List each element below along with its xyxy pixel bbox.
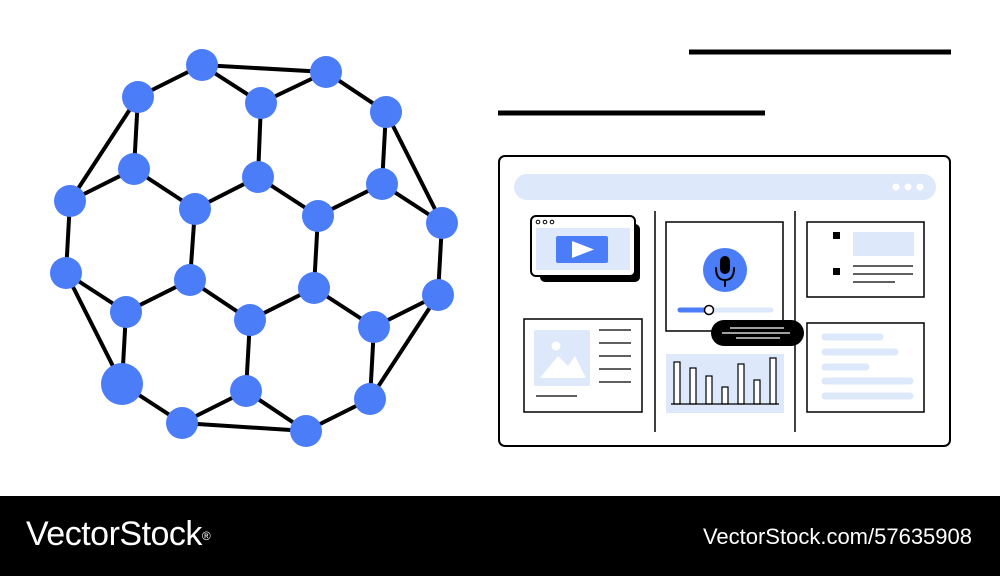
address-bar [514,174,936,200]
bar-chart-card [666,354,784,413]
molecule-bond [368,293,440,401]
molecule-atoms [50,49,458,447]
molecule-atom [230,375,262,407]
illustration [50,49,951,447]
molecule-atom [370,96,402,128]
molecule-atom [110,296,142,328]
text-card [806,322,925,413]
molecule-bond [384,110,444,225]
molecule-atom [426,207,458,239]
microphone-icon [715,256,735,287]
brand-logo: VectorStock® [26,514,211,554]
image-icon [540,341,586,378]
chart-bar [673,361,681,405]
chart-bar [689,367,697,405]
audio-card [665,221,784,332]
list-card [806,221,925,298]
molecule-atom [242,161,274,193]
registered-mark: ® [201,529,211,543]
stock-id: VectorStock.com/57635908 [702,524,972,549]
molecule-bond [200,63,328,74]
footer-bar: VectorStock® VectorStock.com/57635908 [0,496,1000,576]
molecule-atom [122,81,154,113]
chart-bar [705,375,713,405]
tooltip-pill [711,320,804,346]
browser-window [498,155,951,447]
image-card [523,318,643,413]
chart-bar [753,379,761,405]
molecule-atom [166,407,198,439]
molecule-atom [298,272,330,304]
chart-bar [769,357,777,405]
molecule-atom [234,304,266,336]
molecule-bond [180,421,308,433]
molecule-atom [245,87,277,119]
molecule-atom [179,193,211,225]
molecule-atom [358,311,390,343]
molecule-atom [118,153,150,185]
molecule-atom [354,383,386,415]
molecule-atom [186,49,218,81]
molecule-bond [68,95,140,203]
molecule-atom [302,200,334,232]
molecule-atom [174,264,206,296]
video-card [530,215,640,282]
molecule-atom [54,185,86,217]
play-icon [572,241,594,258]
molecule-atom [366,168,398,200]
molecule-atom [290,415,322,447]
chart-bar [721,386,729,405]
molecule-graphic [50,49,458,447]
brand-name: VectorStock [26,515,202,553]
molecule-atom [310,56,342,88]
molecule-atom [422,279,454,311]
chart-bar [737,363,745,405]
molecule-atom [50,257,82,289]
progress-thumb [703,304,715,316]
molecule-atom [101,363,143,405]
more-dots-icon [892,183,924,191]
